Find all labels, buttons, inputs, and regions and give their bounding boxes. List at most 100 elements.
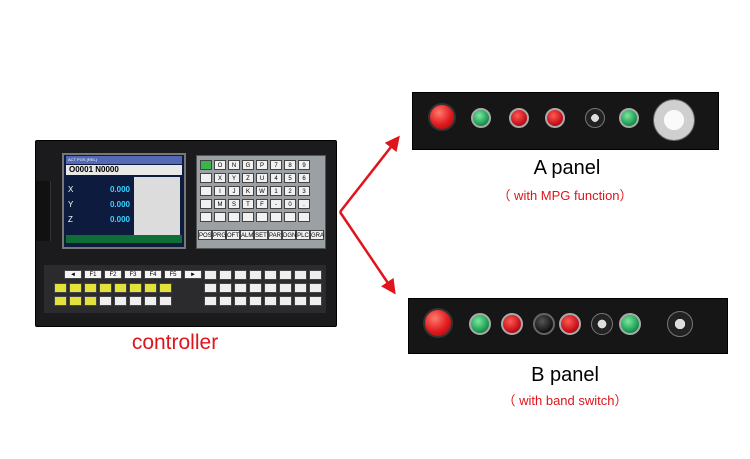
keypad-key[interactable]: 7 bbox=[270, 160, 282, 170]
keypad-key[interactable] bbox=[228, 212, 240, 222]
set-key[interactable]: SET bbox=[254, 230, 268, 240]
green-button[interactable] bbox=[471, 108, 491, 128]
keypad-key[interactable] bbox=[242, 212, 254, 222]
keypad-key[interactable]: P bbox=[256, 160, 268, 170]
mode-key[interactable] bbox=[54, 296, 67, 306]
mode-key[interactable] bbox=[159, 283, 172, 293]
softkey-left-button[interactable]: ◄ bbox=[64, 270, 82, 279]
selector-switch[interactable] bbox=[585, 108, 605, 128]
band-switch[interactable] bbox=[667, 311, 693, 337]
reset-key[interactable] bbox=[200, 160, 212, 170]
f5-button[interactable]: F5 bbox=[164, 270, 182, 279]
op-key[interactable] bbox=[249, 283, 262, 293]
keypad-key[interactable]: O bbox=[214, 160, 226, 170]
op-key[interactable] bbox=[309, 296, 322, 306]
prg-key[interactable]: PRG bbox=[212, 230, 226, 240]
mode-key[interactable] bbox=[84, 296, 97, 306]
red-button[interactable] bbox=[501, 313, 523, 335]
keypad-key[interactable]: N bbox=[228, 160, 240, 170]
par-key[interactable]: PAR bbox=[268, 230, 282, 240]
green-button[interactable] bbox=[619, 108, 639, 128]
op-key[interactable] bbox=[309, 283, 322, 293]
keypad-key[interactable]: 5 bbox=[284, 173, 296, 183]
keypad-key[interactable]: 3 bbox=[298, 186, 310, 196]
keypad-key[interactable]: 9 bbox=[298, 160, 310, 170]
op-key[interactable] bbox=[249, 270, 262, 280]
keypad-key[interactable]: 8 bbox=[284, 160, 296, 170]
keypad-key[interactable]: 4 bbox=[270, 173, 282, 183]
mode-key[interactable] bbox=[99, 283, 112, 293]
dgn-key[interactable]: DGN bbox=[282, 230, 296, 240]
keypad-key[interactable] bbox=[200, 199, 212, 209]
selector-switch[interactable] bbox=[591, 313, 613, 335]
op-key[interactable] bbox=[264, 283, 277, 293]
green-button[interactable] bbox=[469, 313, 491, 335]
keypad-key[interactable]: Z bbox=[242, 173, 254, 183]
op-key[interactable] bbox=[249, 296, 262, 306]
keypad-key[interactable]: G bbox=[242, 160, 254, 170]
f3-button[interactable]: F3 bbox=[124, 270, 142, 279]
keypad-key[interactable]: I bbox=[214, 186, 226, 196]
keypad-key[interactable]: F bbox=[256, 199, 268, 209]
op-key[interactable] bbox=[294, 270, 307, 280]
keypad-key[interactable]: . bbox=[298, 199, 310, 209]
alm-key[interactable]: ALM bbox=[240, 230, 254, 240]
op-key[interactable] bbox=[264, 296, 277, 306]
keypad-key[interactable] bbox=[200, 173, 212, 183]
pos-key[interactable]: POS bbox=[198, 230, 212, 240]
op-key[interactable] bbox=[279, 283, 292, 293]
keypad-key[interactable]: T bbox=[242, 199, 254, 209]
keypad-key[interactable] bbox=[200, 212, 212, 222]
keypad-key[interactable] bbox=[200, 186, 212, 196]
mode-key[interactable] bbox=[144, 283, 157, 293]
mode-key[interactable] bbox=[54, 283, 67, 293]
keypad-key[interactable]: U bbox=[256, 173, 268, 183]
f4-button[interactable]: F4 bbox=[144, 270, 162, 279]
op-key[interactable] bbox=[144, 296, 157, 306]
keypad-key[interactable] bbox=[298, 212, 310, 222]
mode-key[interactable] bbox=[84, 283, 97, 293]
emergency-stop-button[interactable] bbox=[423, 308, 453, 338]
op-key[interactable] bbox=[129, 296, 142, 306]
keypad-key[interactable] bbox=[284, 212, 296, 222]
keypad-key[interactable]: K bbox=[242, 186, 254, 196]
green-button[interactable] bbox=[619, 313, 641, 335]
op-key[interactable] bbox=[219, 270, 232, 280]
op-key[interactable] bbox=[219, 283, 232, 293]
keypad-key[interactable]: J bbox=[228, 186, 240, 196]
op-key[interactable] bbox=[294, 296, 307, 306]
keypad-key[interactable]: X bbox=[214, 173, 226, 183]
op-key[interactable] bbox=[204, 283, 217, 293]
op-key[interactable] bbox=[309, 270, 322, 280]
op-key[interactable] bbox=[204, 296, 217, 306]
op-key[interactable] bbox=[114, 296, 127, 306]
keypad-key[interactable]: 1 bbox=[270, 186, 282, 196]
keypad-key[interactable] bbox=[214, 212, 226, 222]
keypad-key[interactable]: W bbox=[256, 186, 268, 196]
mode-key[interactable] bbox=[69, 283, 82, 293]
black-button[interactable] bbox=[533, 313, 555, 335]
op-key[interactable] bbox=[204, 270, 217, 280]
keypad-key[interactable]: 2 bbox=[284, 186, 296, 196]
red-button[interactable] bbox=[509, 108, 529, 128]
op-key[interactable] bbox=[99, 296, 112, 306]
plc-key[interactable]: PLC bbox=[296, 230, 310, 240]
mpg-handwheel[interactable] bbox=[653, 99, 695, 141]
op-key[interactable] bbox=[234, 283, 247, 293]
red-button[interactable] bbox=[559, 313, 581, 335]
oft-key[interactable]: OFT bbox=[226, 230, 240, 240]
keypad-key[interactable]: 6 bbox=[298, 173, 310, 183]
softkey-right-button[interactable]: ► bbox=[184, 270, 202, 279]
mode-key[interactable] bbox=[69, 296, 82, 306]
keypad-key[interactable] bbox=[256, 212, 268, 222]
emergency-stop-button[interactable] bbox=[428, 103, 456, 131]
op-key[interactable] bbox=[279, 270, 292, 280]
op-key[interactable] bbox=[219, 296, 232, 306]
op-key[interactable] bbox=[279, 296, 292, 306]
op-key[interactable] bbox=[264, 270, 277, 280]
op-key[interactable] bbox=[234, 270, 247, 280]
red-button[interactable] bbox=[545, 108, 565, 128]
keypad-key[interactable]: M bbox=[214, 199, 226, 209]
mode-key[interactable] bbox=[129, 283, 142, 293]
keypad-key[interactable]: Y bbox=[228, 173, 240, 183]
